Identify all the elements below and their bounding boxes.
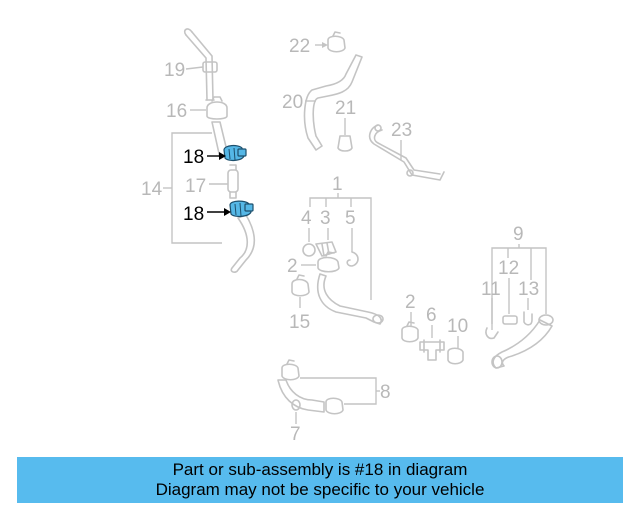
label-12: 12 xyxy=(498,258,519,279)
part-20-hose xyxy=(303,54,363,151)
label-19: 19 xyxy=(164,60,185,81)
hose-lower xyxy=(230,214,256,273)
part-4-ring xyxy=(302,243,316,257)
part-18-clamp-lower xyxy=(229,200,254,218)
label-3: 3 xyxy=(320,208,331,229)
label-20: 20 xyxy=(282,92,303,113)
label-6: 6 xyxy=(426,305,437,326)
part-10-clamp xyxy=(447,347,464,365)
arrow-18-lower-icon xyxy=(224,208,231,216)
label-10: 10 xyxy=(447,316,468,337)
arrow-18-upper-icon xyxy=(219,152,226,160)
label-7: 7 xyxy=(290,424,301,445)
arrow-22-icon xyxy=(322,42,328,48)
part-8-clamp-lower xyxy=(325,397,344,415)
part-22-clamp xyxy=(327,31,346,53)
part-12-connector xyxy=(502,315,518,325)
label-5: 5 xyxy=(345,208,356,229)
label-9: 9 xyxy=(513,224,524,245)
label-2-center: 2 xyxy=(287,256,298,277)
parts-diagram: 19 16 14 17 18 18 22 xyxy=(141,28,554,445)
hose-right xyxy=(492,319,553,369)
part-8-clamp-upper xyxy=(281,359,300,381)
part-16-clamp xyxy=(206,96,228,120)
part-5-hook xyxy=(346,251,359,267)
part-21-fitting xyxy=(337,118,353,152)
part-15-clamp xyxy=(291,274,310,308)
part-7-hose-end xyxy=(291,399,301,411)
part-19-pipe xyxy=(183,28,218,101)
label-16: 16 xyxy=(166,101,187,122)
label-15: 15 xyxy=(289,312,310,333)
label-13: 13 xyxy=(518,279,539,300)
label-23: 23 xyxy=(391,120,412,141)
part-2-clamp-lower xyxy=(401,321,419,343)
part-18-clamp-upper xyxy=(223,144,247,162)
hose-right-end-b xyxy=(491,355,503,369)
part-3-connector xyxy=(315,241,337,257)
banner-line-1: Part or sub-assembly is #18 in diagram xyxy=(172,460,468,479)
info-banner: Part or sub-assembly is #18 in diagram D… xyxy=(17,457,623,503)
part-17-connector xyxy=(227,164,239,199)
bracket-1 xyxy=(309,197,372,300)
label-17: 17 xyxy=(185,176,206,197)
part-6-tee xyxy=(419,339,445,361)
label-14: 14 xyxy=(141,179,163,200)
hose-right-end xyxy=(538,314,554,326)
label-21: 21 xyxy=(335,98,356,119)
label-11: 11 xyxy=(481,279,501,300)
banner-line-2: Diagram may not be specific to your vehi… xyxy=(155,480,485,499)
label-18-lower: 18 xyxy=(183,204,204,225)
part-7-hose xyxy=(277,379,325,413)
leader-19 xyxy=(185,66,204,70)
label-18-upper: 18 xyxy=(183,147,204,168)
part-11-clamp xyxy=(485,327,499,340)
part-1-hose xyxy=(316,273,383,325)
label-1: 1 xyxy=(332,174,343,195)
label-2-lower: 2 xyxy=(405,292,416,313)
label-8: 8 xyxy=(380,382,391,403)
part-1-hose-end xyxy=(372,314,384,324)
part-13-hook xyxy=(523,311,533,326)
label-22: 22 xyxy=(289,36,310,57)
part-2-clamp-center xyxy=(317,251,340,273)
label-4: 4 xyxy=(301,208,312,229)
